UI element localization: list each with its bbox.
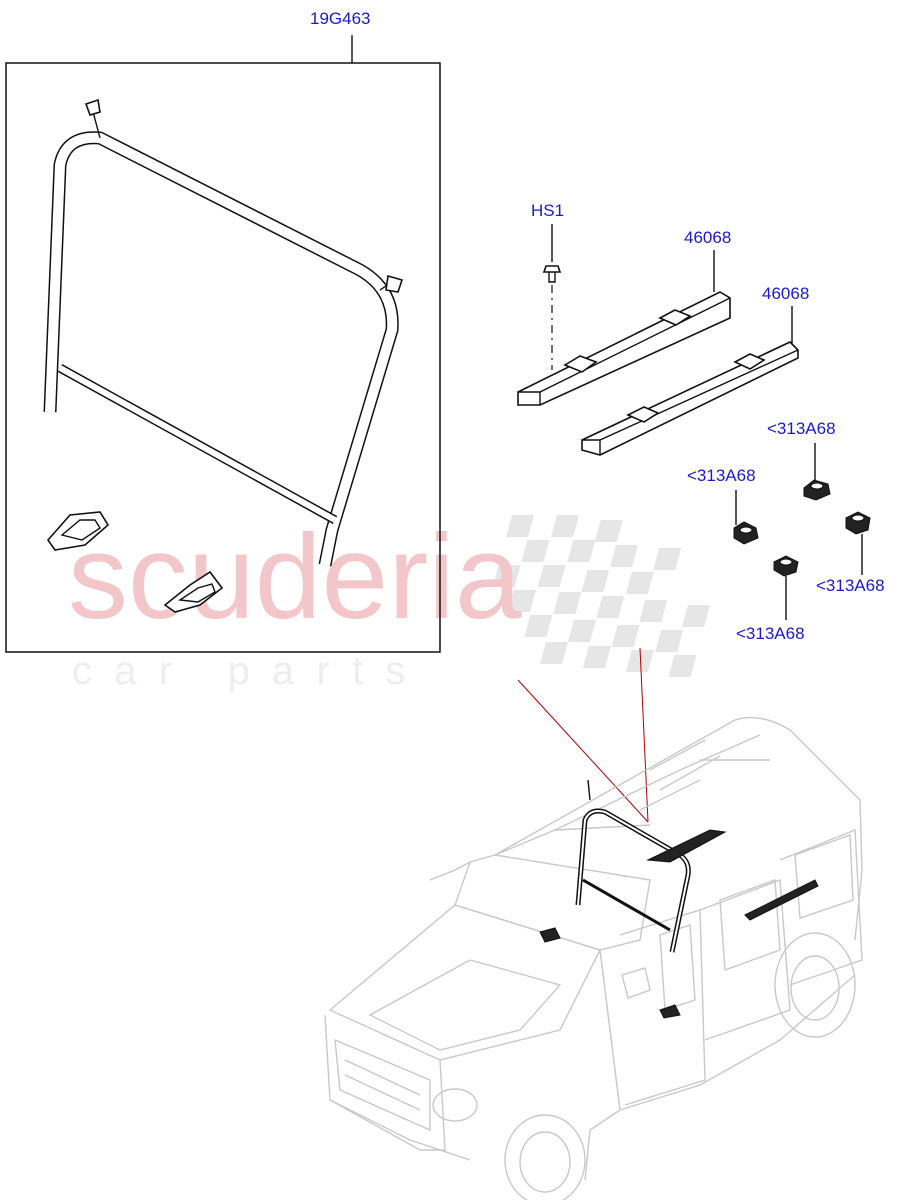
locator-leader-1 bbox=[517, 679, 649, 823]
callout-313a68-2[interactable]: <313A68 bbox=[687, 466, 756, 485]
roof-header-trim bbox=[43, 98, 404, 567]
vehicle-outline bbox=[324, 716, 863, 1200]
callout-19g463[interactable]: 19G463 bbox=[310, 9, 371, 28]
clip-1-icon bbox=[803, 479, 831, 501]
callout-313a68-4[interactable]: <313A68 bbox=[736, 624, 805, 643]
vehicle-trim-highlight bbox=[539, 779, 819, 1019]
trim-group-box bbox=[5, 62, 441, 653]
roof-rail-lower bbox=[581, 341, 799, 456]
roof-rail-upper bbox=[517, 291, 731, 406]
watermark-flag-icon bbox=[492, 515, 710, 677]
callout-46068-lower[interactable]: 46068 bbox=[762, 284, 809, 303]
watermark-tagline: c a r p a r t s bbox=[72, 649, 405, 693]
callout-46068-upper[interactable]: 46068 bbox=[684, 228, 731, 247]
watermark-brand: scuderia bbox=[68, 510, 522, 644]
callout-313a68-1[interactable]: <313A68 bbox=[767, 419, 836, 438]
trim-clip-right bbox=[163, 570, 224, 613]
trim-clip-left bbox=[46, 511, 110, 551]
clip-2-icon bbox=[733, 521, 759, 545]
clip-4-icon bbox=[773, 555, 799, 577]
clip-3-icon bbox=[845, 511, 871, 535]
locator-leader-2 bbox=[639, 647, 649, 823]
callout-313a68-3[interactable]: <313A68 bbox=[816, 576, 885, 595]
screw-hs1-icon bbox=[542, 265, 562, 283]
callout-hs1[interactable]: HS1 bbox=[531, 201, 564, 220]
